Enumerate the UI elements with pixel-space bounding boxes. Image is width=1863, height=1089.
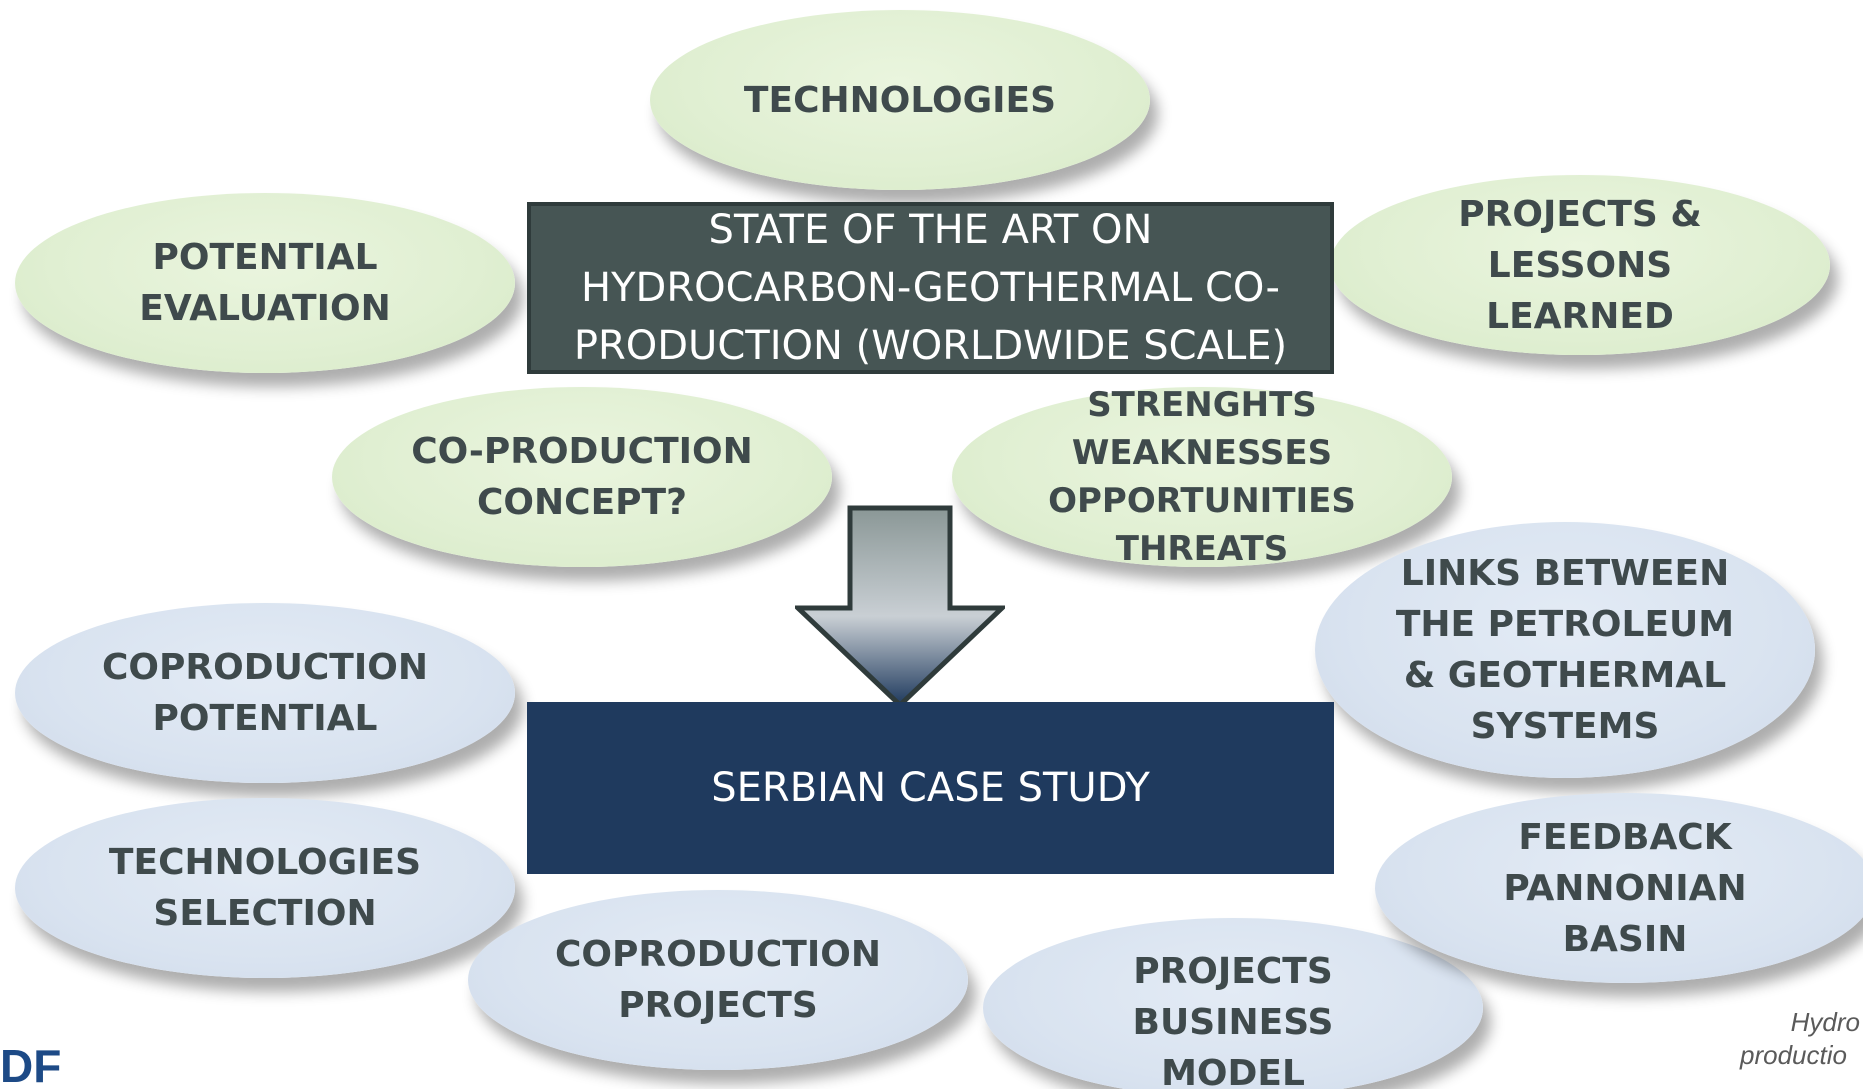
node-links-between-systems: LINKS BETWEEN THE PETROLEUM & GEOTHERMAL… [1315, 522, 1815, 778]
node-label-line: WEAKNESSES [1071, 433, 1333, 473]
node-technologies-selection: TECHNOLOGIES SELECTION [15, 798, 515, 978]
node-label-line: MODEL [1161, 1052, 1305, 1089]
footer-caption: Hydro productio [1740, 1006, 1860, 1072]
node-label-line: SELECTION [153, 893, 377, 934]
node-label-line: SYSTEMS [1470, 706, 1660, 747]
node-label-line: POTENTIAL [152, 698, 378, 739]
node-label-line: LESSONS [1487, 244, 1673, 286]
node-label-line: OPPORTUNITIES [1048, 481, 1356, 521]
node-label-line: PROJECTS [618, 985, 818, 1026]
node-label-line: COPRODUCTION [102, 647, 428, 688]
node-label-line: PANNONIAN [1503, 867, 1747, 909]
footer-line: Hydro [1790, 1007, 1860, 1037]
node-projects-lessons-learned: PROJECTS & LESSONS LEARNED [1330, 175, 1830, 355]
node-coproduction-projects: COPRODUCTION PROJECTS [468, 890, 968, 1070]
node-label-line: FEEDBACK [1518, 816, 1732, 858]
node-label-line: LINKS BETWEEN [1400, 553, 1730, 594]
node-label-line: BUSINESS [1132, 1001, 1334, 1043]
node-label-line: CONCEPT? [477, 482, 687, 523]
node-label-line: TECHNOLOGIES [108, 842, 422, 883]
state-of-the-art-box: STATE OF THE ART ON HYDROCARBON-GEOTHERM… [527, 202, 1334, 374]
node-label: FEEDBACK PANNONIAN BASIN [1503, 812, 1746, 965]
box-title-line: PRODUCTION (WORLDWIDE SCALE) [573, 323, 1288, 369]
node-label-line: POTENTIAL [152, 237, 378, 278]
node-potential-evaluation: POTENTIAL EVALUATION [15, 193, 515, 373]
node-swot: STRENGHTS WEAKNESSES OPPORTUNITIES THREA… [952, 385, 1452, 569]
box-title-line: HYDROCARBON-GEOTHERMAL CO- [581, 265, 1280, 311]
node-label-line: STRENGHTS [1087, 385, 1317, 425]
node-label-line: PROJECTS [1133, 950, 1333, 992]
node-label-line: PROJECTS & [1458, 193, 1702, 235]
node-feedback-pannonian-basin: FEEDBACK PANNONIAN BASIN [1375, 793, 1863, 983]
node-label-line: THE PETROLEUM [1395, 604, 1735, 645]
footer-line: productio [1740, 1040, 1847, 1070]
node-coproduction-potential: COPRODUCTION POTENTIAL [15, 603, 515, 783]
node-label: TECHNOLOGIES [744, 75, 1056, 126]
node-label-line: COPRODUCTION [555, 934, 881, 975]
node-coproduction-concept: CO-PRODUCTION CONCEPT? [332, 387, 832, 567]
serbian-case-study-box: SERBIAN CASE STUDY [527, 702, 1334, 874]
node-label-line: THREATS [1115, 529, 1289, 569]
node-projects-business-model: PROJECTS BUSINESS MODEL [983, 918, 1483, 1089]
node-label: POTENTIAL EVALUATION [139, 232, 390, 334]
node-label: PROJECTS & LESSONS LEARNED [1458, 189, 1702, 342]
node-label: PROJECTS BUSINESS MODEL [1133, 946, 1334, 1089]
node-label: CO-PRODUCTION CONCEPT? [411, 426, 753, 528]
node-label-line: BASIN [1562, 918, 1688, 960]
down-arrow-icon [795, 505, 1005, 709]
box-title-line: STATE OF THE ART ON [708, 207, 1153, 253]
node-label-line: LEARNED [1486, 295, 1674, 337]
node-technologies: TECHNOLOGIES [650, 10, 1150, 190]
node-label: COPRODUCTION POTENTIAL [102, 642, 428, 744]
node-label-line: & GEOTHERMAL [1403, 655, 1727, 696]
node-label: LINKS BETWEEN THE PETROLEUM & GEOTHERMAL… [1396, 548, 1734, 752]
node-label: COPRODUCTION PROJECTS [555, 929, 881, 1031]
node-label: STRENGHTS WEAKNESSES OPPORTUNITIES THREA… [1048, 381, 1356, 573]
node-label: TECHNOLOGIES SELECTION [109, 837, 421, 939]
logo-text: DF [0, 1040, 62, 1089]
node-label-line: EVALUATION [139, 288, 391, 329]
node-label-line: TECHNOLOGIES [743, 79, 1057, 121]
box-title-line: SERBIAN CASE STUDY [711, 765, 1150, 811]
node-label-line: CO-PRODUCTION [411, 431, 753, 472]
